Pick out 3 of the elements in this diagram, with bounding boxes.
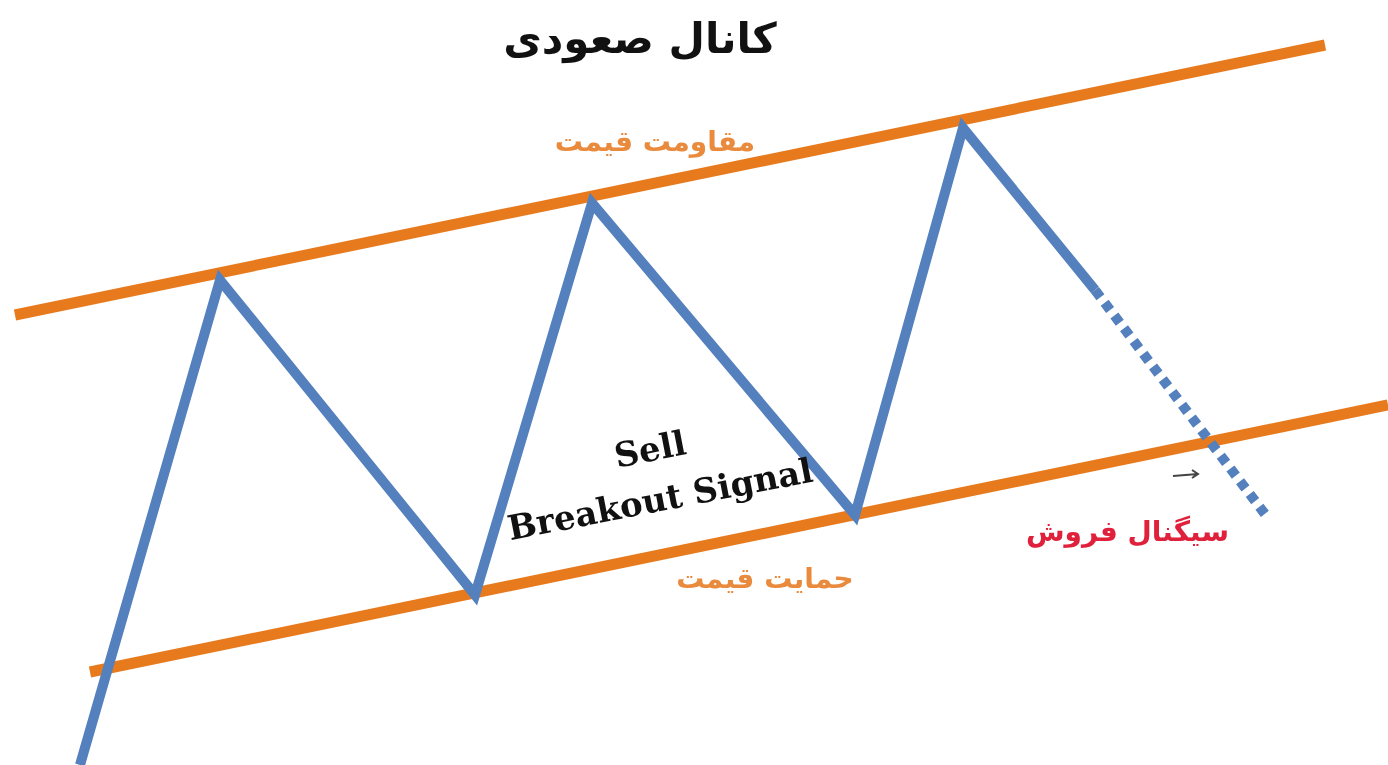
- resistance-label: مقاومت قیمت: [553, 128, 757, 156]
- signal-label: Sell: [609, 421, 691, 478]
- support-label: حمایت قیمت: [675, 565, 855, 593]
